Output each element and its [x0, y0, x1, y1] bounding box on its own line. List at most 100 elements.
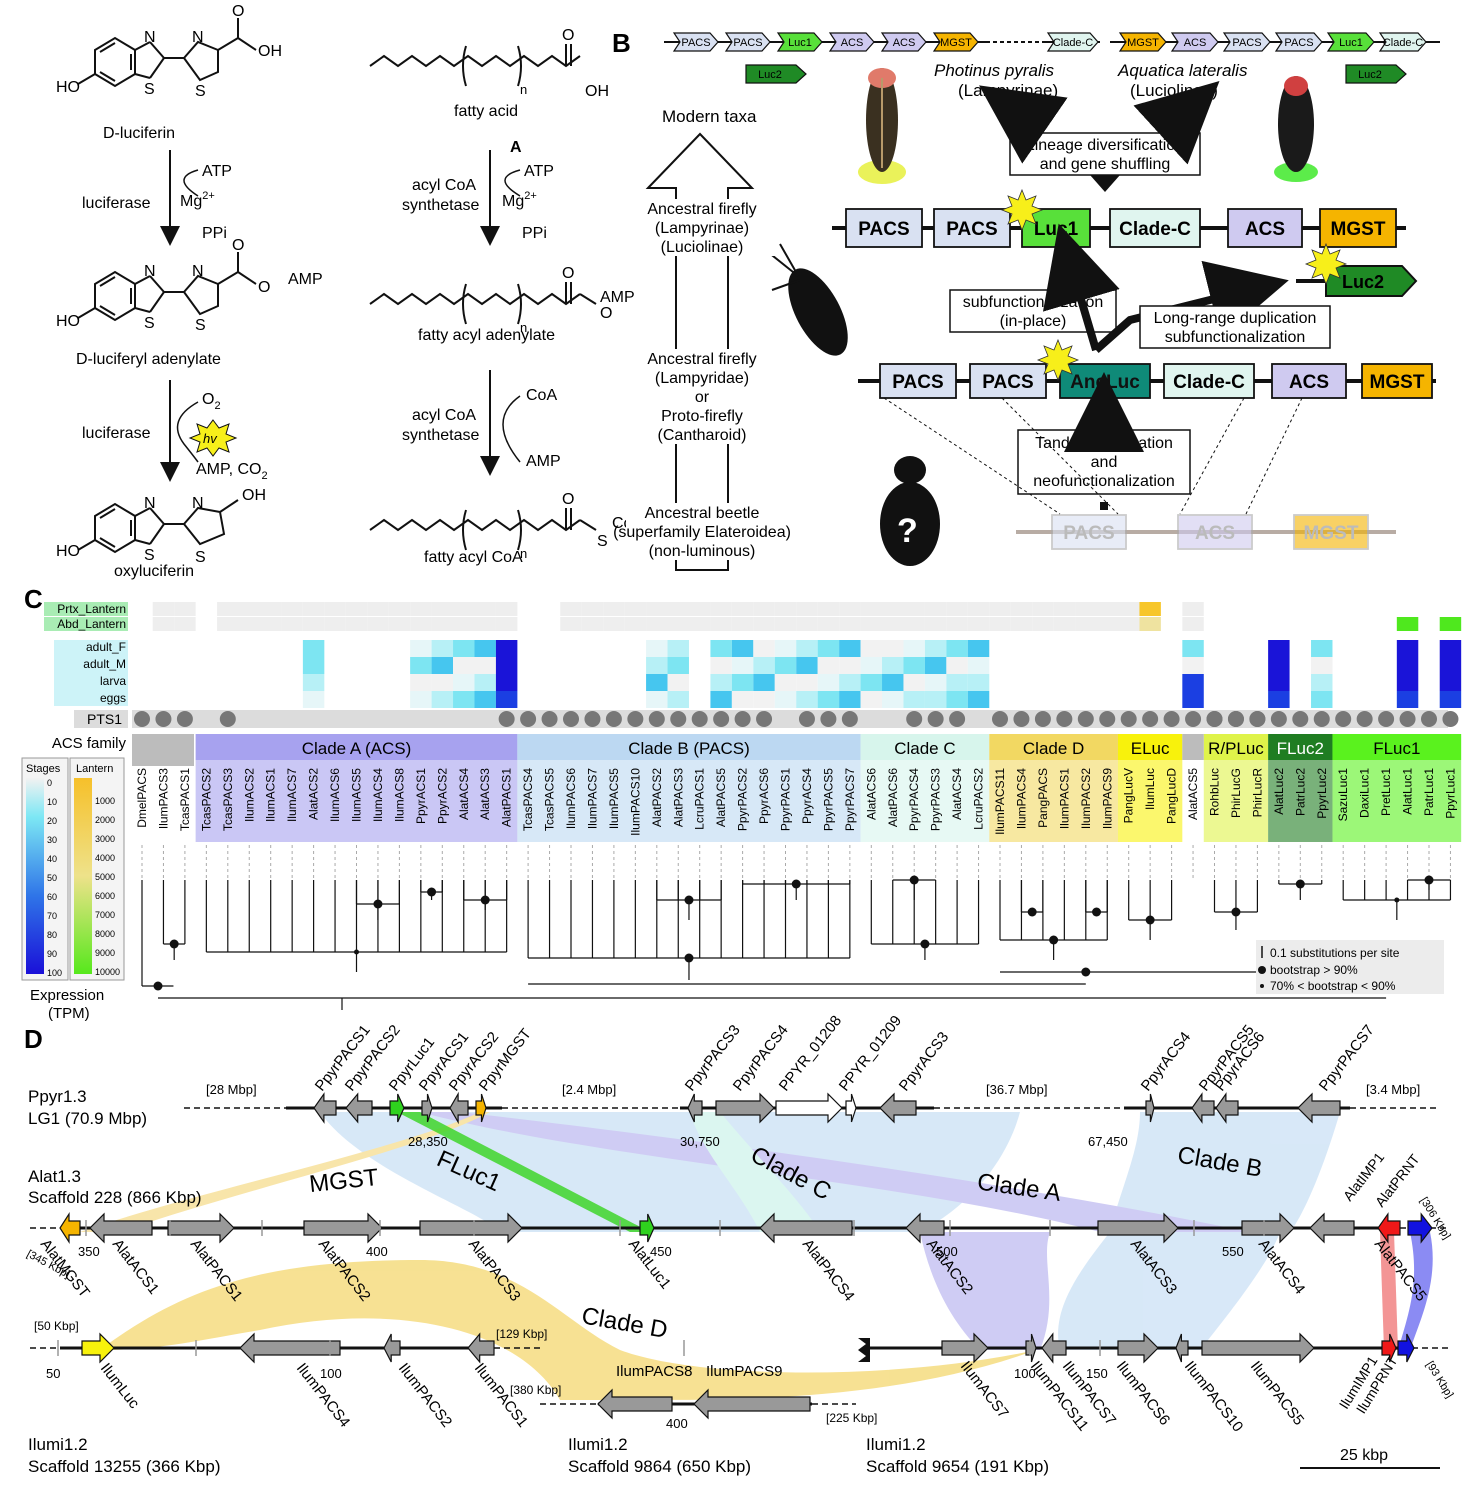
enzyme-luciferase-2: luciferase [82, 425, 151, 442]
enzyme-acs-2a: acyl CoA [412, 407, 476, 424]
tree-legend-small: 70% < bootstrap < 90% [1270, 979, 1396, 993]
heat-cell [882, 602, 904, 616]
pts1-dot [1056, 711, 1073, 727]
node-high [920, 939, 930, 949]
stage-tick: 50 [47, 873, 57, 883]
leaf-label: PangLucD [1165, 768, 1179, 824]
leaf-label: PangPACS [1036, 768, 1050, 828]
mini-gene-label: ACS [841, 37, 864, 49]
arrow-to-photinus [979, 85, 1068, 164]
heat-cell [1096, 617, 1118, 631]
row-pts1: PTS1 [87, 711, 122, 727]
ppyr-gap-label: [2.4 Mbp] [562, 1082, 616, 1097]
oxy-ho: HO [56, 543, 80, 560]
ribbon-imp1 [1380, 1232, 1398, 1350]
arrow-subfunc [1042, 223, 1120, 352]
clade-label: Clade A (ACS) [302, 739, 412, 758]
ribbon-clade-d [100, 1260, 1036, 1400]
gene-box [1361, 363, 1433, 399]
heat-cell [367, 602, 389, 616]
fa-n: n [520, 82, 527, 97]
species-photinus: Photinus pyralis [934, 61, 1055, 80]
light-burst-icon [188, 419, 238, 457]
alat-gene [1241, 1212, 1295, 1244]
photinus-firefly-image [858, 68, 906, 184]
heat-cell [1053, 602, 1076, 616]
heat-cell [1032, 602, 1054, 616]
gene-box [1271, 363, 1347, 399]
pts1-dot [1185, 711, 1202, 727]
lantern-tick: 1000 [95, 796, 115, 806]
heat-cell [1182, 617, 1204, 631]
heat-cell [1032, 617, 1054, 631]
dotted-links [883, 397, 1303, 515]
pts1-dot [219, 711, 236, 727]
heat-cell [774, 602, 797, 616]
pts1-dot [1206, 711, 1223, 727]
heat-cell [1182, 691, 1204, 708]
heat-cell [388, 602, 411, 616]
heat-cell [903, 691, 925, 708]
heat-cell [217, 617, 239, 631]
leaf-label: IlumLuc [1143, 768, 1157, 810]
leaf-label: IlumACS4 [371, 768, 385, 822]
gene-box-label: PACS [858, 219, 909, 240]
pts1-dot [1292, 711, 1309, 727]
alat-gene [303, 1212, 383, 1244]
ilum-tick-label: 400 [666, 1416, 688, 1431]
leaf-label: PatrLuc2 [1293, 768, 1307, 816]
ilum3-size: Scaffold 9654 (191 Kbp) [866, 1457, 1049, 1476]
ppyr-gene [1215, 1092, 1239, 1124]
tree-legend-scale: 0.1 substitutions per site [1270, 946, 1400, 960]
mini-luc2-label: Luc2 [758, 69, 782, 81]
ilum2-name: Ilumi1.2 [568, 1435, 628, 1454]
leaf-label: IlumACS1 [264, 768, 278, 822]
heat-cell [1182, 674, 1204, 691]
gene-box [1319, 208, 1397, 248]
ppyr-gene [345, 1092, 373, 1124]
ilum-gap-label: [50 Kbp] [34, 1319, 79, 1333]
heat-cell [753, 602, 775, 616]
ppyr-size: LG1 (70.9 Mbp) [28, 1109, 147, 1128]
leaf-label: PpyrPACS4 [907, 768, 921, 831]
heat-cell [453, 602, 475, 616]
lantern-tick: 4000 [95, 853, 115, 863]
leaf-label: PangLucV [1122, 768, 1136, 823]
alat-gene [1309, 1212, 1355, 1244]
leaf-label: AlatPACS5 [714, 768, 728, 827]
ilum-gene [467, 1332, 495, 1364]
clade-band-leaf-bg [517, 760, 861, 842]
mini-gene-arrow [828, 32, 875, 52]
heat-cell [1396, 617, 1419, 631]
row-prtx: Prtx_Lantern [57, 602, 126, 616]
heat-cell [474, 674, 496, 691]
mini-gene-label: MGST [940, 37, 972, 49]
mol-d-luciferin: D-luciferin [103, 125, 175, 142]
leaf-label: PpyrPACS5 [821, 768, 835, 831]
mol-d-luciferyl-adenylate: D-luciferyl adenylate [76, 351, 221, 368]
lantern-tick: 5000 [95, 872, 115, 882]
ilum-gene [1175, 1333, 1189, 1363]
heat-cell [946, 640, 968, 657]
heat-cell [1182, 602, 1204, 616]
node-high [169, 939, 179, 949]
acs-family-label: ACS family [52, 735, 127, 752]
heat-cell [1182, 640, 1204, 657]
gene-box [845, 208, 923, 248]
clade-band [195, 734, 518, 760]
label-bg [626, 522, 778, 541]
ribbon-clade-b-right [1110, 1112, 1340, 1232]
gene-box-label: PACS [1063, 523, 1114, 544]
stage-tick: 100 [47, 968, 62, 978]
leaf-label: IlumPACS2 [1079, 768, 1093, 829]
pts1-dot [670, 711, 687, 727]
heat-cell [410, 617, 432, 631]
legend-stages-title: Stages [26, 763, 61, 775]
pts1-dot [1034, 711, 1051, 727]
heat-cell [796, 691, 818, 708]
mini-gene-label: PACS [681, 37, 710, 49]
heat-cell [174, 617, 196, 631]
heat-cell [581, 617, 604, 631]
